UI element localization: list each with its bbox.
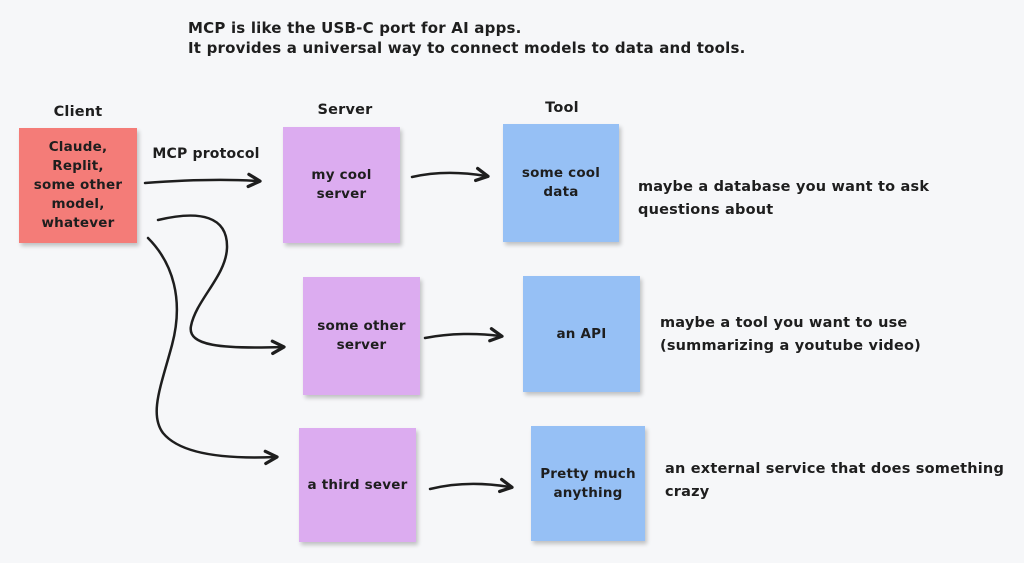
annotation-tool-1: maybe a database you want to ask questio…: [638, 179, 930, 218]
tool-node-1: some cool data: [503, 124, 619, 242]
tool-node-3: Pretty much anything: [531, 426, 645, 541]
server-node-1: my cool server: [283, 127, 400, 243]
arrow-client-to-server2: [156, 214, 286, 356]
column-label-tool: Tool: [545, 100, 579, 116]
arrow-server1-to-tool1: [410, 166, 490, 183]
client-node-label: Claude, Replit, some other model, whatev…: [33, 139, 123, 231]
annotation-tool-3: an external service that does something …: [665, 461, 1005, 500]
column-label-client: Client: [53, 104, 103, 120]
server-node-2: some other server: [303, 277, 420, 395]
tool-node-1-label: some cool data: [521, 165, 601, 200]
server-node-1-label: my cool server: [311, 167, 372, 202]
server-node-3: a third sever: [299, 428, 416, 542]
mcp-protocol-label: MCP protocol: [152, 146, 260, 162]
column-label-server: Server: [317, 102, 373, 118]
diagram-title: MCP is like the USB-C port for AI apps. …: [188, 19, 746, 57]
annotation-tool-2: maybe a tool you want to use (summarizin…: [660, 315, 921, 354]
tool-node-3-label: Pretty much anything: [540, 465, 636, 501]
arrow-client-to-server1: [143, 172, 262, 189]
tool-node-2: an API: [523, 276, 640, 392]
arrow-server2-to-tool2: [423, 327, 504, 343]
client-node: Claude, Replit, some other model, whatev…: [19, 128, 137, 243]
arrow-client-to-server3: [146, 236, 279, 466]
arrow-server3-to-tool3: [428, 477, 514, 494]
server-node-2-label: some other server: [317, 318, 406, 353]
server-node-3-label: a third sever: [307, 476, 408, 493]
tool-node-2-label: an API: [556, 325, 607, 342]
